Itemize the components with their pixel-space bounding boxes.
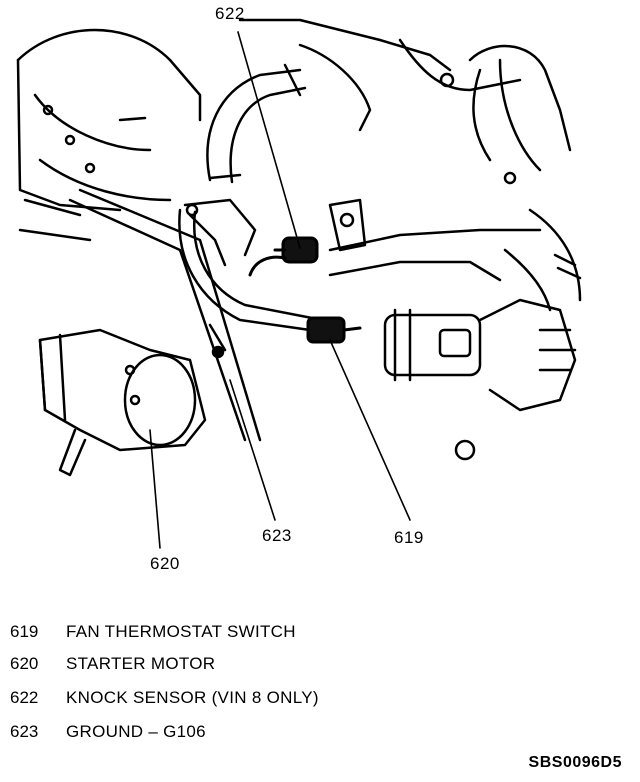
- exhaust-pipe: [328, 208, 582, 312]
- callout-622: 622: [215, 4, 245, 23]
- legend-label: GROUND – G106: [66, 722, 206, 741]
- legend-label: KNOCK SENSOR (VIN 8 ONLY): [66, 688, 319, 707]
- solenoid-assembly: [383, 298, 577, 461]
- thermostat-switch-icon: [306, 316, 362, 344]
- knock-sensor-icon: [248, 236, 319, 277]
- legend-number: 620: [10, 654, 39, 673]
- leader-lines: [149, 31, 411, 549]
- callout-619: 619: [394, 528, 424, 547]
- legend-label: FAN THERMOSTAT SWITCH: [66, 622, 296, 641]
- support-rods: [18, 188, 262, 442]
- figure-id: SBS0096D5: [528, 754, 622, 771]
- ground-bolt-icon: [208, 323, 227, 359]
- engine-diagram: 622 623 619 620: [16, 4, 582, 573]
- legend-number: 622: [10, 688, 39, 707]
- legend-number: 619: [10, 622, 39, 641]
- legend-number: 623: [10, 722, 39, 741]
- intake-structure: [238, 18, 572, 185]
- mount-bracket: [183, 198, 367, 267]
- callout-620: 620: [150, 554, 180, 573]
- engine-block-outline: [16, 28, 202, 212]
- callout-623: 623: [262, 526, 292, 545]
- starter-motor-icon: [38, 328, 207, 477]
- legend-label: STARTER MOTOR: [66, 654, 216, 673]
- wire-harness: [178, 208, 314, 332]
- coolant-hose: [206, 63, 307, 184]
